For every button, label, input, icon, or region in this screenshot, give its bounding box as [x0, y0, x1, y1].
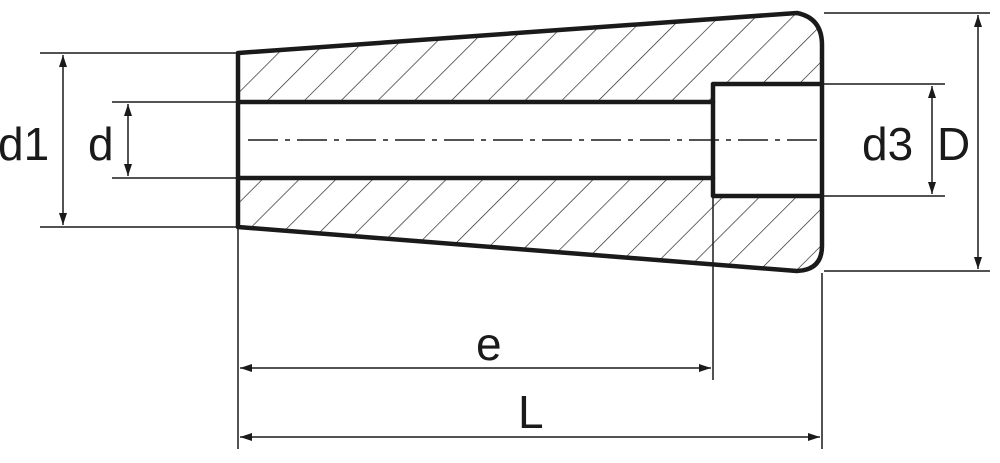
- outer-contour: [235, 10, 825, 274]
- extension-lines: [40, 12, 990, 449]
- label-e: e: [476, 318, 502, 370]
- label-D: D: [937, 118, 970, 170]
- label-d: d: [88, 118, 114, 170]
- dimension-lines: [59, 15, 982, 441]
- label-d1: d1: [0, 118, 49, 170]
- lower-wall-hatch: [238, 178, 822, 271]
- section-hatching: [238, 13, 822, 271]
- label-d3: d3: [862, 118, 913, 170]
- upper-wall-hatch: [238, 13, 822, 102]
- dimension-labels: d1 d d3 D e L: [0, 118, 970, 438]
- label-L: L: [518, 386, 544, 438]
